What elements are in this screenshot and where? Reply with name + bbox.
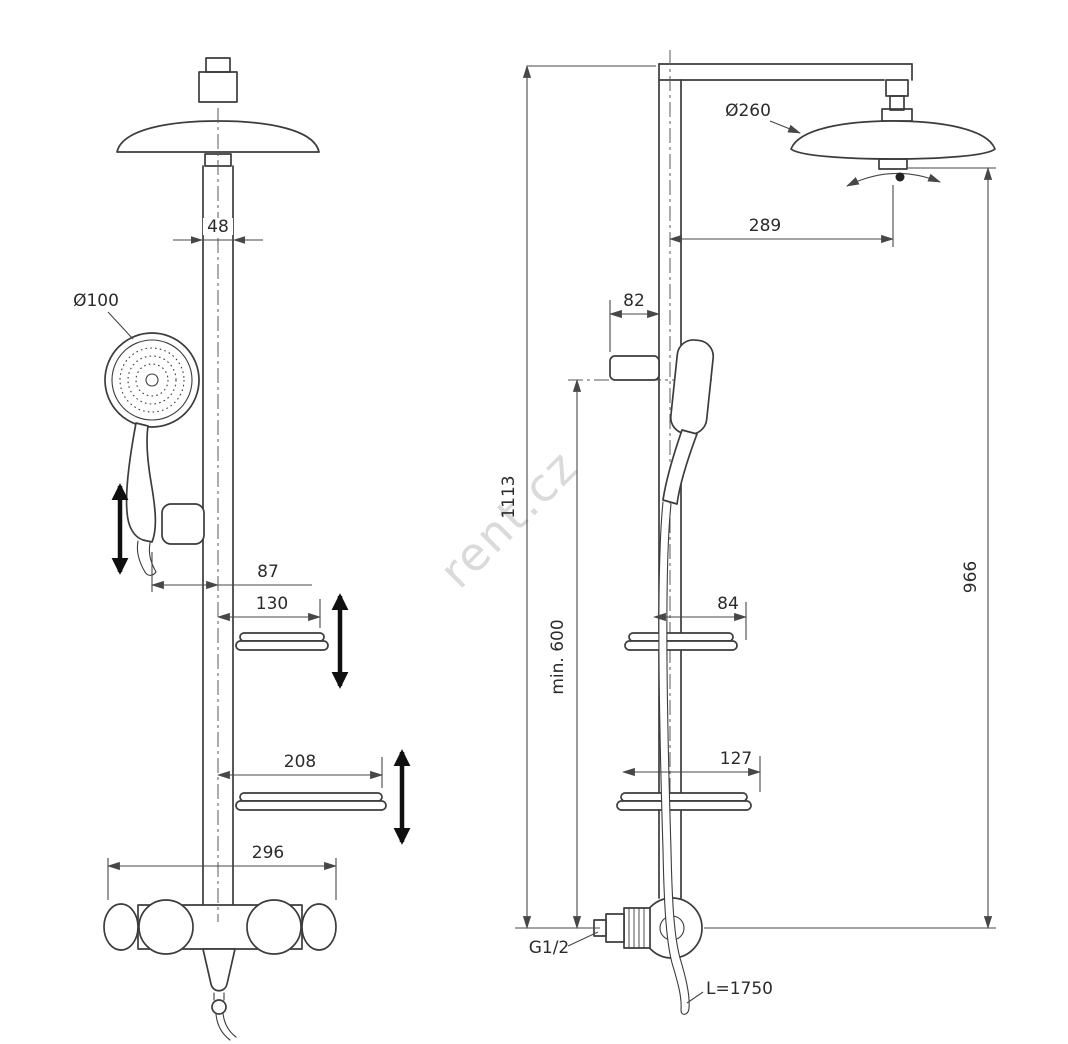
hand-shower-holder <box>161 503 205 545</box>
shower-arm-side <box>658 63 913 122</box>
overhead-shower-head-side <box>790 120 996 170</box>
hand-shower-handle <box>125 422 157 543</box>
label-hose-length: L=1750 <box>686 979 773 1004</box>
dim-296-label: 296 <box>252 843 284 863</box>
dimension-84: 84 <box>652 594 748 640</box>
dimension-min600: min. 600 <box>548 378 582 930</box>
shelf-lower-front <box>235 792 387 811</box>
dim-min600-label: min. 600 <box>548 619 568 694</box>
mixer-valve-side <box>593 897 703 959</box>
dimension-130: 130 <box>216 594 322 628</box>
hand-shower-side <box>662 339 715 505</box>
mixer-outlet <box>211 999 227 1015</box>
mixer-left-handle <box>103 903 139 951</box>
dimension-127: 127 <box>621 749 762 792</box>
dim-l1750-label: L=1750 <box>706 979 773 999</box>
mixer-valve-front <box>103 899 337 1041</box>
dim-127-label: 127 <box>720 749 752 769</box>
head-swivel-arrow <box>846 172 942 187</box>
riser-pipe-side <box>658 63 682 899</box>
dimension-82: 82 <box>608 291 661 352</box>
dim-87-label: 87 <box>257 562 279 582</box>
front-view: 48 Ø100 87 130 208 <box>73 57 411 1041</box>
shelf-upper-front <box>235 632 329 651</box>
dim-82-label: 82 <box>623 291 645 311</box>
dim-48-label: 48 <box>207 217 229 237</box>
dim-208-label: 208 <box>284 752 316 772</box>
dim-84-label: 84 <box>717 594 739 614</box>
shelf-lower-side <box>616 792 752 811</box>
hand-shower-bracket-side <box>609 355 660 381</box>
mixer-right-handle <box>301 903 337 951</box>
dim-130-label: 130 <box>256 594 288 614</box>
label-d100: Ø100 <box>73 291 134 340</box>
hand-shower-front <box>104 332 205 576</box>
mixer-knurled-nut <box>623 907 651 949</box>
dimension-296: 296 <box>106 843 338 900</box>
dimension-1113: 1113 <box>499 64 656 930</box>
label-g12: G1/2 <box>529 931 599 958</box>
dimension-966: 966 <box>704 166 996 930</box>
dimension-87: 87 <box>150 552 312 592</box>
side-view: Ø260 289 82 1113 min. 600 <box>499 50 996 1015</box>
mixer-spout <box>202 948 236 992</box>
shower-hose-side <box>658 501 690 1015</box>
hand-shower-hose-front <box>136 540 146 573</box>
dimension-48: 48 <box>173 217 263 244</box>
label-d260: Ø260 <box>725 101 802 134</box>
dimension-289: 289 <box>668 185 895 247</box>
dim-g12-label: G1/2 <box>529 938 570 958</box>
dim-289-label: 289 <box>749 216 781 236</box>
swivel-pivot-dot <box>895 172 905 182</box>
dim-d100-label: Ø100 <box>73 291 119 311</box>
shelf-upper-side <box>624 632 738 651</box>
dim-1113-label: 1113 <box>499 475 519 518</box>
dim-966-label: 966 <box>961 561 981 593</box>
ceiling-connector-front <box>198 57 238 103</box>
dimension-208: 208 <box>216 752 384 788</box>
dim-d260-label: Ø260 <box>725 101 771 121</box>
